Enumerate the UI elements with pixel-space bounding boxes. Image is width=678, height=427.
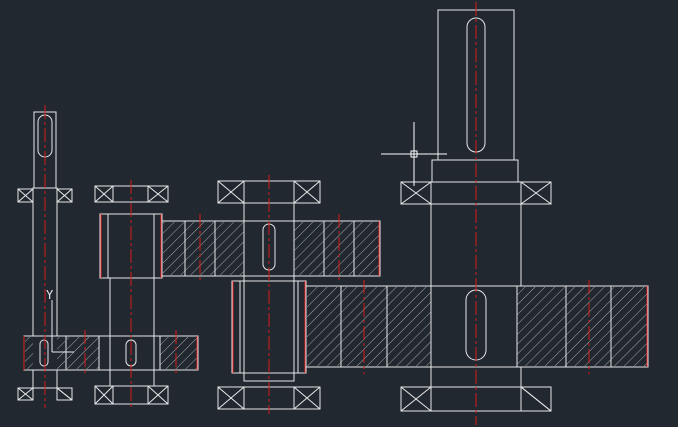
intermediate-shaft-2-assembly bbox=[161, 175, 381, 414]
ucs-y-label: Y bbox=[46, 288, 54, 302]
crosshair-cursor-icon bbox=[381, 122, 447, 186]
bearing-top-left-1 bbox=[17, 188, 73, 203]
output-shaft-assembly bbox=[305, 2, 649, 425]
intermediate-shaft-1-assembly bbox=[65, 180, 199, 410]
bearing-top-output-shaft bbox=[400, 181, 552, 205]
bearing-bottom-left-1 bbox=[17, 387, 73, 401]
input-shaft-assembly bbox=[17, 105, 73, 408]
bearing-bottom-shaft-2 bbox=[94, 385, 169, 405]
bearing-top-shaft-2 bbox=[94, 185, 169, 203]
